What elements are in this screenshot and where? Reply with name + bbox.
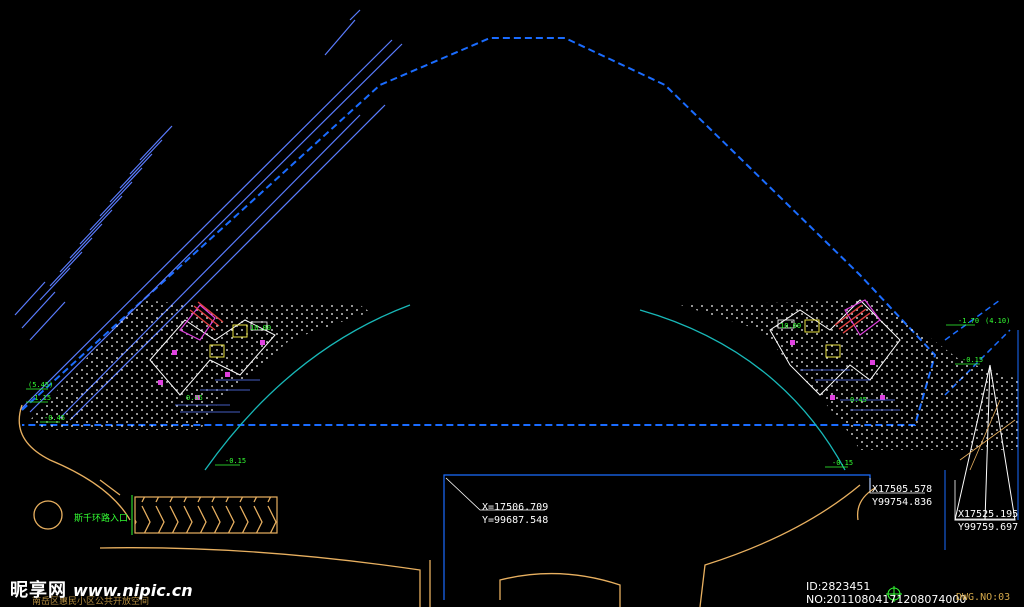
dwg-number: DWG.NO:03 <box>956 592 1011 603</box>
drawing-caption: 南岳区惠民小区公共开放空间 <box>32 597 150 607</box>
leader-line-right-2 <box>954 480 1015 520</box>
elev-right-box: 10.00 <box>780 322 801 330</box>
leader-line-right-1 <box>869 478 925 494</box>
elev-left-mid: 0.45 <box>186 394 203 402</box>
right-teal-arc <box>639 309 846 471</box>
elev-right-top-paren: (4.10) <box>985 317 1010 325</box>
elev-left-top: (5.45) <box>28 381 53 389</box>
elev-left-a: -1.15 <box>30 394 51 402</box>
left-building <box>149 301 276 413</box>
entrance-chevron-box <box>134 496 278 534</box>
north-arrow-icon <box>886 586 902 602</box>
parking-stripes <box>14 125 173 341</box>
coord-right2-x: X17525.195 <box>958 509 1018 520</box>
elev-right-top: -1.70 <box>958 317 979 325</box>
elev-left-b: -0.45 <box>44 414 65 422</box>
left-teal-arc <box>204 304 411 471</box>
coord-right1-y: Y99754.836 <box>872 497 932 508</box>
elev-right-a: -0.15 <box>962 356 983 364</box>
elev-right-mid: 0.45 <box>850 396 867 404</box>
leader-line-center <box>445 477 545 511</box>
watermark-url: www.nipic.cn <box>73 581 193 600</box>
coord-center-y: Y=99687.548 <box>482 515 548 526</box>
coord-right1-x: X17505.578 <box>872 484 932 495</box>
left-plaza-hatch <box>30 300 370 430</box>
watermark-id: ID:2823451 NO:20110804171208074000 <box>806 580 967 606</box>
site-boundary <box>21 37 937 426</box>
left-curb <box>18 404 876 607</box>
coord-right2-y: Y99759.697 <box>958 522 1018 533</box>
elev-tick-marks <box>26 324 980 468</box>
elev-right-bottom: -0.15 <box>832 459 853 467</box>
elev-left-bottom: -0.15 <box>225 457 246 465</box>
watermark-logo: 昵享网 <box>10 580 67 601</box>
right-plaza-hatch <box>680 300 1020 450</box>
elev-left-box: 10.00 <box>250 324 271 332</box>
orange-survey-lines <box>959 399 1016 471</box>
entrance-label: 斯千环路入口 <box>74 512 128 524</box>
right-building <box>769 299 901 411</box>
watermark: 昵享网 www.nipic.cn <box>10 576 193 602</box>
survey-triangle <box>954 364 1016 521</box>
coord-center-x: X=17506.709 <box>482 502 548 513</box>
